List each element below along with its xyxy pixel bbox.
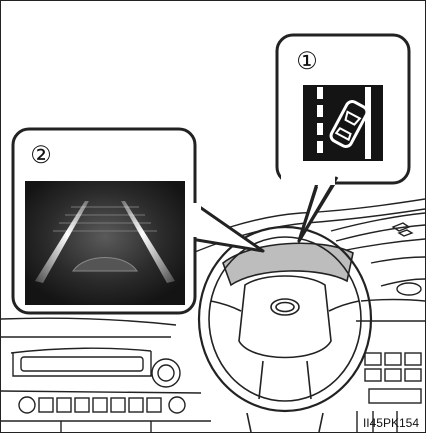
image-code: II45PK154 <box>363 416 419 430</box>
lane-departure-alert-icon <box>303 85 383 161</box>
steering-wheel <box>199 227 371 432</box>
lane-line-display-icon <box>25 181 185 305</box>
callout-1-number: ① <box>296 48 318 75</box>
callout-2-number: ② <box>30 142 52 169</box>
